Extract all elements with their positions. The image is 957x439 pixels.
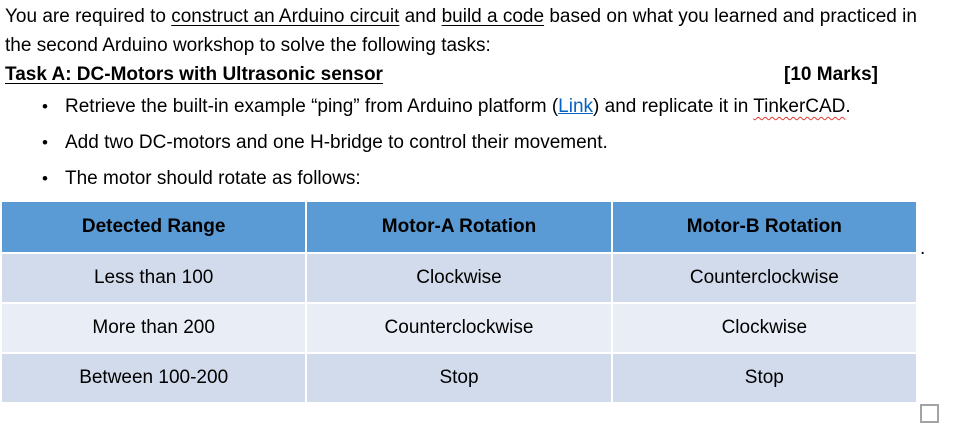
marks-label: [10 Marks]	[784, 64, 878, 85]
bullet-icon: •	[42, 133, 48, 152]
intro-text: You are required to	[5, 6, 172, 27]
table-cell: Less than 100	[0, 252, 308, 304]
table-cell: Counterclockwise	[305, 302, 613, 354]
table-row: Less than 100 Clockwise Counterclockwise	[0, 252, 919, 304]
task-heading-row: Task A: DC-Motors with Ultrasonic sensor…	[5, 60, 878, 89]
table-cell: Clockwise	[305, 252, 613, 304]
intro-line-1: You are required to construct an Arduino…	[5, 2, 957, 31]
bullet-icon: •	[42, 169, 48, 188]
header-cell-motor-b: Motor-B Rotation	[610, 200, 919, 254]
table-cell: More than 200	[0, 302, 308, 354]
bullet-text: The motor should rotate as follows:	[65, 168, 361, 189]
task-title: Task A: DC-Motors with Ultrasonic sensor	[5, 64, 383, 85]
intro-text: based on what you learned and practiced …	[544, 6, 917, 27]
header-cell-motor-a: Motor-A Rotation	[305, 200, 613, 254]
tinkercad-word-spellcheck: TinkerCAD	[753, 96, 846, 117]
bullet-item-add-motors: • Add two DC-motors and one H-bridge to c…	[0, 128, 957, 157]
bullet-text: ) and replicate it in	[593, 96, 754, 117]
empty-checkbox[interactable]	[920, 404, 939, 423]
table-cell: Counterclockwise	[610, 252, 919, 304]
paragraph-mark-after-table: .	[920, 238, 926, 259]
table-cell: Stop	[610, 352, 919, 404]
bullet-text: Retrieve the built-in example “ping” fro…	[65, 96, 559, 117]
task-bullet-list: • Retrieve the built-in example “ping” fr…	[0, 92, 957, 193]
underlined-phrase-build-code: build a code	[441, 6, 545, 27]
table-cell: Clockwise	[610, 302, 919, 354]
intro-text: and	[399, 6, 442, 27]
underlined-phrase-construct-circuit: construct an Arduino circuit	[171, 6, 400, 27]
bullet-item-rotation-rule: • The motor should rotate as follows:	[0, 164, 957, 193]
bullet-icon: •	[42, 97, 48, 116]
bullet-item-retrieve-ping: • Retrieve the built-in example “ping” fr…	[0, 92, 957, 121]
intro-line-2: the second Arduino workshop to solve the…	[5, 35, 491, 56]
header-cell-detected-range: Detected Range	[0, 200, 308, 254]
bullet-text: .	[845, 96, 851, 117]
table-cell: Between 100-200	[0, 352, 308, 404]
table-row: Between 100-200 Stop Stop	[0, 352, 919, 404]
table-header-row: Detected Range Motor-A Rotation Motor-B …	[0, 200, 919, 254]
intro-paragraph: You are required to construct an Arduino…	[5, 2, 957, 60]
table-cell: Stop	[305, 352, 613, 404]
arduino-ping-link[interactable]: Link	[558, 96, 594, 117]
bullet-text: Add two DC-motors and one H-bridge to co…	[65, 132, 608, 153]
motor-rotation-table: Detected Range Motor-A Rotation Motor-B …	[0, 200, 919, 404]
table-row: More than 200 Counterclockwise Clockwise	[0, 302, 919, 354]
